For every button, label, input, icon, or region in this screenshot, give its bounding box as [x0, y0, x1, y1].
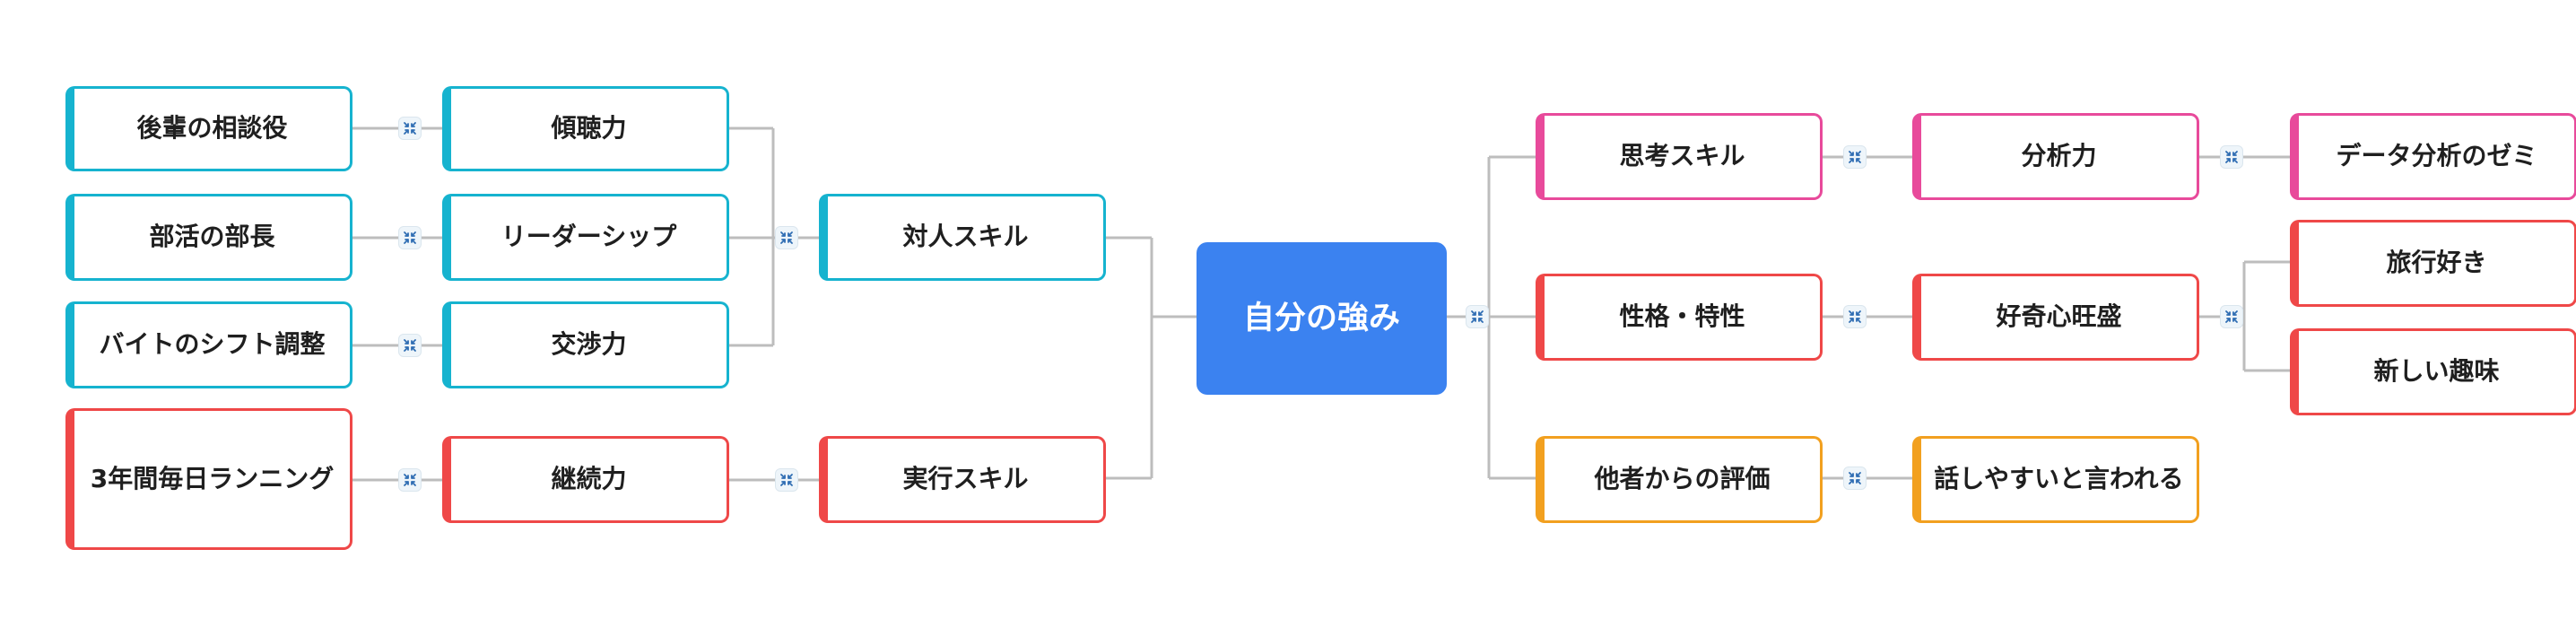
node-leadership[interactable]: リーダーシップ	[442, 194, 729, 281]
node-bukatsu-bucho[interactable]: 部活の部長	[65, 194, 352, 281]
node-tasha-hyoka[interactable]: 他者からの評価	[1536, 436, 1823, 523]
node-hanashiyasui[interactable]: 話しやすいと言われる	[1912, 436, 2199, 523]
node-running-3years[interactable]: 3年間毎日ランニング	[65, 408, 352, 550]
collapse-icon[interactable]	[1466, 305, 1489, 328]
node-keizoku[interactable]: 継続力	[442, 436, 729, 523]
collapse-icon[interactable]	[398, 117, 422, 140]
collapse-icon[interactable]	[398, 226, 422, 249]
collapse-icon[interactable]	[775, 226, 798, 249]
node-shiko-skill[interactable]: 思考スキル	[1536, 113, 1823, 200]
node-kokishin[interactable]: 好奇心旺盛	[1912, 274, 2199, 361]
node-bunseki[interactable]: 分析力	[1912, 113, 2199, 200]
collapse-icon[interactable]	[1843, 467, 1867, 490]
node-ryoko[interactable]: 旅行好き	[2290, 220, 2576, 307]
node-kosho[interactable]: 交渉力	[442, 301, 729, 388]
collapse-icon[interactable]	[2220, 145, 2243, 169]
node-keicho[interactable]: 傾聴力	[442, 86, 729, 171]
node-shift-chosei[interactable]: バイトのシフト調整	[65, 301, 352, 388]
node-kohai-soudan[interactable]: 後輩の相談役	[65, 86, 352, 171]
collapse-icon[interactable]	[775, 468, 798, 492]
collapse-icon[interactable]	[1843, 305, 1867, 328]
node-atarashii-shumi[interactable]: 新しい趣味	[2290, 328, 2576, 415]
collapse-icon[interactable]	[398, 334, 422, 357]
node-seikaku-tokusei[interactable]: 性格・特性	[1536, 274, 1823, 361]
collapse-icon[interactable]	[398, 468, 422, 492]
collapse-icon[interactable]	[1843, 145, 1867, 169]
node-taijin-skill[interactable]: 対人スキル	[819, 194, 1106, 281]
collapse-icon[interactable]	[2220, 305, 2243, 328]
node-data-seminar[interactable]: データ分析のゼミ	[2290, 113, 2576, 200]
root-node[interactable]: 自分の強み	[1197, 242, 1447, 395]
node-jikko-skill[interactable]: 実行スキル	[819, 436, 1106, 523]
